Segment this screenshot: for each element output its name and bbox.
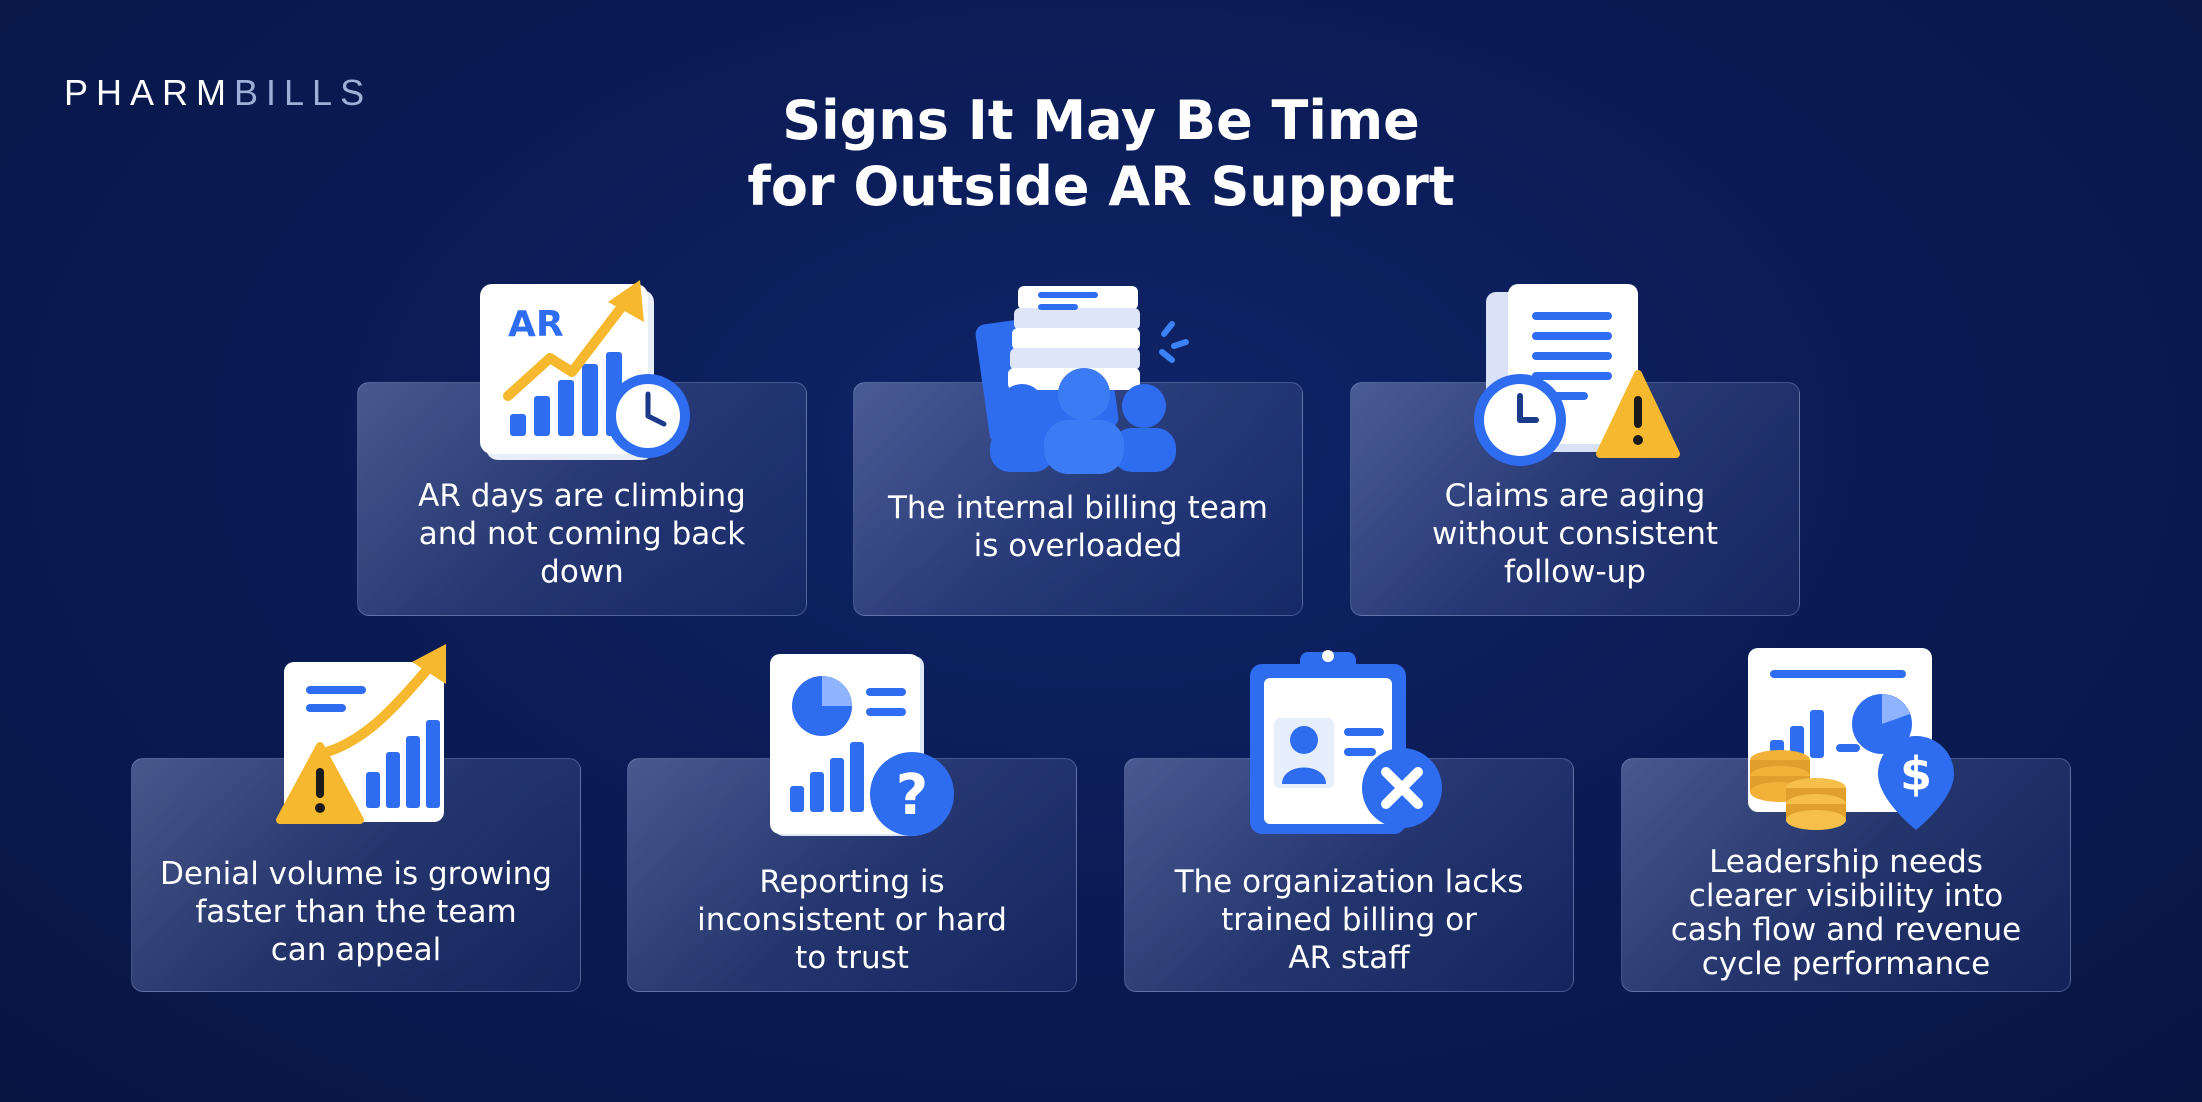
svg-text:$: $ xyxy=(1900,747,1932,801)
sign-card-text: Reporting is inconsistent or hard to tru… xyxy=(697,864,1007,976)
sign-card-text: The internal billing team is overloaded xyxy=(887,490,1269,564)
brand-logo-part2: BILLS xyxy=(234,72,373,113)
page-title-line1: Signs It May Be Time xyxy=(782,89,1420,152)
sign-card-text: AR days are climbing and not coming back… xyxy=(418,478,746,590)
document-clock-warning-icon xyxy=(1470,284,1680,474)
report-question-icon: ? xyxy=(770,654,960,844)
chart-warning-icon xyxy=(270,644,460,830)
sign-card-1: AR days are climbing and not coming back… xyxy=(357,382,807,616)
documents-team-icon xyxy=(975,278,1198,474)
page-title-line2: for Outside AR Support xyxy=(747,155,1455,218)
brand-logo: PHARMBILLS xyxy=(64,72,372,114)
sign-card-2: The internal billing team is overloaded xyxy=(853,382,1303,616)
sign-card-text: The organization lacks trained billing o… xyxy=(1174,864,1524,976)
clipboard-id-cross-icon xyxy=(1250,644,1446,840)
sign-card-text: Denial volume is growing faster than the… xyxy=(160,856,552,968)
brand-logo-part1: PHARM xyxy=(64,72,235,113)
ar-label: AR xyxy=(508,304,564,345)
ar-chart-clock-icon: AR xyxy=(480,268,690,468)
dashboard-coins-dollar-icon: $ xyxy=(1740,648,1960,838)
page-title: Signs It May Be Time for Outside AR Supp… xyxy=(0,88,2202,220)
sign-card-text: Leadership needs clearer visibility into… xyxy=(1670,844,2022,982)
svg-text:?: ? xyxy=(896,763,928,828)
sign-card-6: The organization lacks trained billing o… xyxy=(1124,758,1574,992)
sign-card-7: Leadership needs clearer visibility into… xyxy=(1621,758,2071,992)
sign-card-text: Claims are aging without consistent foll… xyxy=(1432,478,1718,590)
